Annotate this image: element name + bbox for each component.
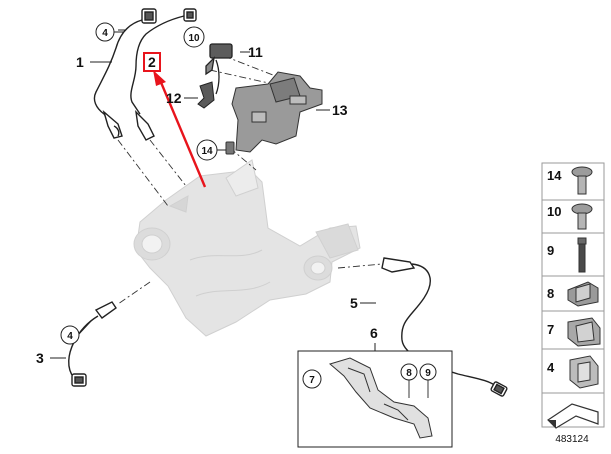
parts-legend: 14 10 9 8 [541, 162, 605, 429]
callout-9-label: 9 [425, 368, 431, 379]
highlight-indicator [143, 52, 207, 188]
heat-shield-part [328, 357, 433, 439]
callout-12: 12 [166, 90, 182, 106]
callout-4-bottom-label: 4 [67, 331, 73, 342]
oxygen-sensor-upstream [93, 8, 157, 139]
legend-row-9: 9 [547, 237, 587, 273]
callout-14: 14 [196, 139, 218, 161]
callout-4-top: 4 [95, 22, 115, 42]
callout-6: 6 [370, 325, 378, 341]
oxygen-sensor-downstream [381, 257, 508, 397]
legend-row-10: 10 [547, 203, 593, 230]
screw-hex-icon [571, 203, 593, 230]
oxygen-sensor-lower [68, 301, 117, 387]
oxygen-sensor-highlighted [130, 8, 197, 141]
callout-4-bottom: 4 [60, 325, 80, 345]
callout-7-label: 7 [309, 375, 315, 386]
callout-8: 8 [400, 363, 418, 398]
mounting-bracket [231, 71, 323, 153]
legend-row-4: 4 [547, 355, 599, 389]
legend-label-10: 10 [547, 204, 561, 219]
callout-10-label: 10 [188, 33, 200, 44]
screw-part-14 [225, 141, 235, 155]
callout-leaders [50, 29, 376, 359]
legend-label-4: 4 [547, 360, 555, 375]
document-id: 483124 [555, 434, 589, 445]
legend-label-9: 9 [547, 243, 554, 258]
legend-label-8: 8 [547, 286, 554, 301]
catalytic-converter [133, 159, 361, 337]
callout-7: 7 [302, 369, 322, 389]
vacuum-valve [205, 43, 233, 95]
clip-nut-icon [567, 281, 599, 307]
callout-9: 9 [419, 363, 437, 398]
spring-clip-icon [567, 317, 601, 347]
bolt-icon [577, 237, 587, 273]
callout-2: 2 [148, 54, 156, 70]
callout-4-top-label: 4 [102, 28, 108, 39]
callout-14-label: 14 [201, 146, 213, 157]
callout-8-label: 8 [406, 368, 412, 379]
legend-label-14: 14 [547, 168, 562, 183]
callout-5: 5 [350, 295, 358, 311]
callout-labels: 1 4 2 10 11 12 13 14 3 4 5 6 7 [36, 22, 437, 398]
callout-3: 3 [36, 350, 44, 366]
legend-row-7: 7 [547, 317, 601, 347]
legend-label-7: 7 [547, 322, 554, 337]
vacuum-hose [197, 81, 215, 109]
callout-11: 11 [248, 44, 263, 60]
legend-row-14: 14 [547, 166, 593, 195]
screw-torx-icon [571, 166, 593, 195]
heat-shield-kit-box [297, 343, 453, 448]
callout-1: 1 [76, 54, 84, 70]
legend-row-8: 8 [547, 281, 599, 307]
callout-13: 13 [332, 102, 348, 118]
set-symbol-icon [547, 403, 599, 429]
callout-10: 10 [183, 26, 205, 48]
cable-clip-icon [569, 355, 599, 389]
